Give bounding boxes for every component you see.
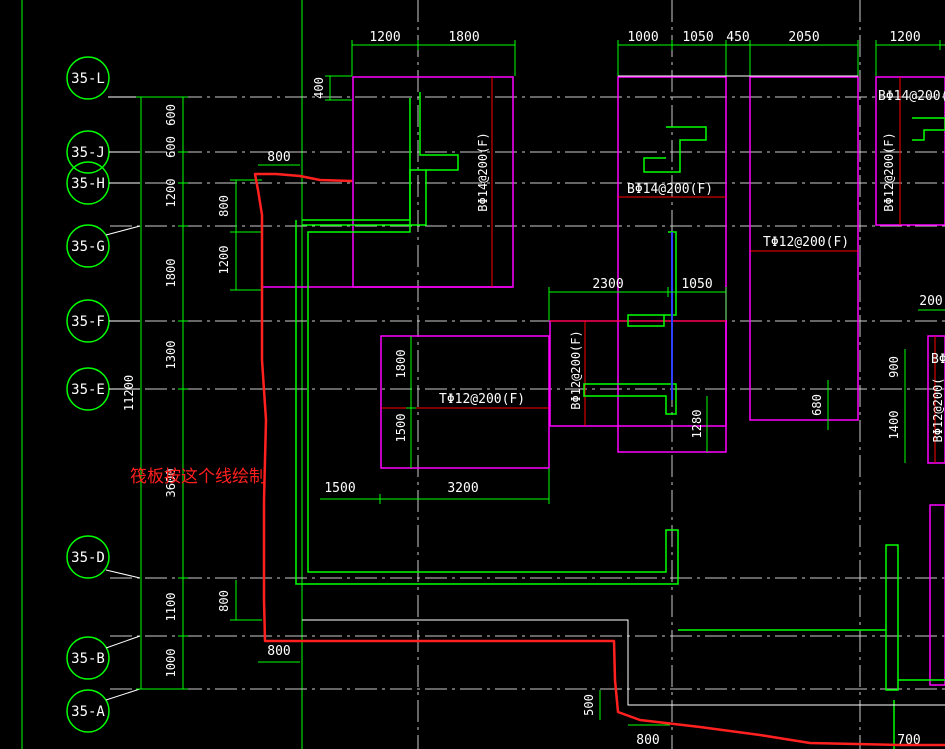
rebar-text: BΦ14@200(F) [476, 132, 490, 211]
vertical-axis-lines [417, 0, 861, 749]
dim-text: 1100 [164, 593, 178, 622]
axis-label: 35-E [71, 382, 105, 398]
rebar-text: TΦ12@200(F) [439, 392, 525, 407]
dim-text: 1050 [682, 30, 713, 45]
dim-text: 800 [267, 644, 290, 659]
top-dimension-chain [351, 40, 945, 76]
dim-text: 1400 [887, 411, 901, 440]
axis-label: 35-D [71, 550, 105, 566]
dim-text: 2050 [788, 30, 819, 45]
axis-bubble[interactable]: 35-D [66, 535, 110, 579]
dim-text: 800 [267, 150, 290, 165]
dim-text: 450 [726, 30, 749, 45]
inner-dimensions [230, 75, 945, 746]
markup-line [253, 172, 945, 747]
dim-text: 1800 [394, 350, 408, 379]
axis-grid-lines [110, 96, 945, 690]
slab-outlines [262, 76, 945, 686]
axis-label: 35-H [71, 176, 105, 192]
rebar-text: BΦ12@200(F) [882, 132, 896, 211]
rebar-lines [381, 77, 936, 463]
rebar-text: BΦ14@200( [878, 89, 945, 104]
axis-bubble[interactable]: 35-E [66, 367, 110, 411]
dim-text: 1200 [889, 30, 920, 45]
dim-text: 200 [919, 294, 942, 309]
dim-text: 800 [636, 733, 659, 748]
overall-dim-text: 11200 [122, 375, 136, 411]
dim-text: 1800 [448, 30, 479, 45]
bubble-leaders [105, 96, 141, 701]
axis-label: 35-L [71, 71, 105, 87]
dim-text: 1200 [217, 246, 231, 275]
dim-text: 600 [164, 136, 178, 158]
axis-bubble[interactable]: 35-G [66, 224, 110, 268]
rebar-text: BΦ12@200(F) [569, 330, 583, 409]
axis-label: 35-F [71, 314, 105, 330]
axis-bubble[interactable]: 35-J [66, 130, 110, 174]
axis-label: 35-A [71, 704, 105, 720]
dim-text: 3200 [447, 481, 478, 496]
dim-text: 800 [217, 590, 231, 612]
dim-text: 1050 [681, 277, 712, 292]
dim-text: 1200 [164, 179, 178, 208]
dim-text: 2300 [592, 277, 623, 292]
axis-bubble[interactable]: 35-B [66, 636, 110, 680]
axis-bubble[interactable]: 35-A [66, 689, 110, 733]
dim-text: 3600 [164, 469, 178, 498]
axis-label: 35-J [71, 145, 105, 161]
annotation-text: 筏板按这个线绘制 [130, 467, 266, 487]
dim-text: 1500 [394, 414, 408, 443]
inner-dimension-texts: 400 800 800 1200 2300 1050 1800 1500 150… [217, 77, 943, 748]
dim-text: 680 [810, 394, 824, 416]
dim-text: 1800 [164, 259, 178, 288]
top-dimension-texts: 1200 1800 1000 1050 450 2050 1200 [369, 30, 920, 45]
axis-bubble[interactable]: 35-F [66, 299, 110, 343]
axis-bubble[interactable]: 35-H [66, 161, 110, 205]
dim-text: 800 [217, 195, 231, 217]
dim-text: 500 [582, 694, 596, 716]
left-dimension-texts: 600 600 1200 1800 1300 3600 1100 1000 11… [122, 104, 178, 677]
rebar-text: BΦ14@200(F) [627, 182, 713, 197]
rebar-annotations: BΦ14@200( BΦ14@200(F) BΦ14@200(F) BΦ12@2… [439, 89, 945, 443]
dim-text: 900 [887, 356, 901, 378]
dim-text: 1300 [164, 341, 178, 370]
white-outlines [302, 75, 945, 706]
rebar-text: TΦ12@200(F) [763, 235, 849, 250]
axis-bubble[interactable]: 35-L [66, 56, 110, 100]
dim-text: 1280 [690, 410, 704, 439]
dim-text: 1000 [627, 30, 658, 45]
dim-text: 1000 [164, 649, 178, 678]
dim-text: 400 [312, 77, 326, 99]
left-dimension-chain [136, 96, 188, 690]
axis-label: 35-B [71, 651, 105, 667]
rebar-text: BΦ12@200( [931, 377, 945, 442]
axis-label: 35-G [71, 239, 105, 255]
wall-outlines [295, 92, 945, 749]
rebar-text: BΦ [931, 352, 945, 367]
dim-text: 600 [164, 104, 178, 126]
dim-text: 1500 [324, 481, 355, 496]
dim-text: 1200 [369, 30, 400, 45]
